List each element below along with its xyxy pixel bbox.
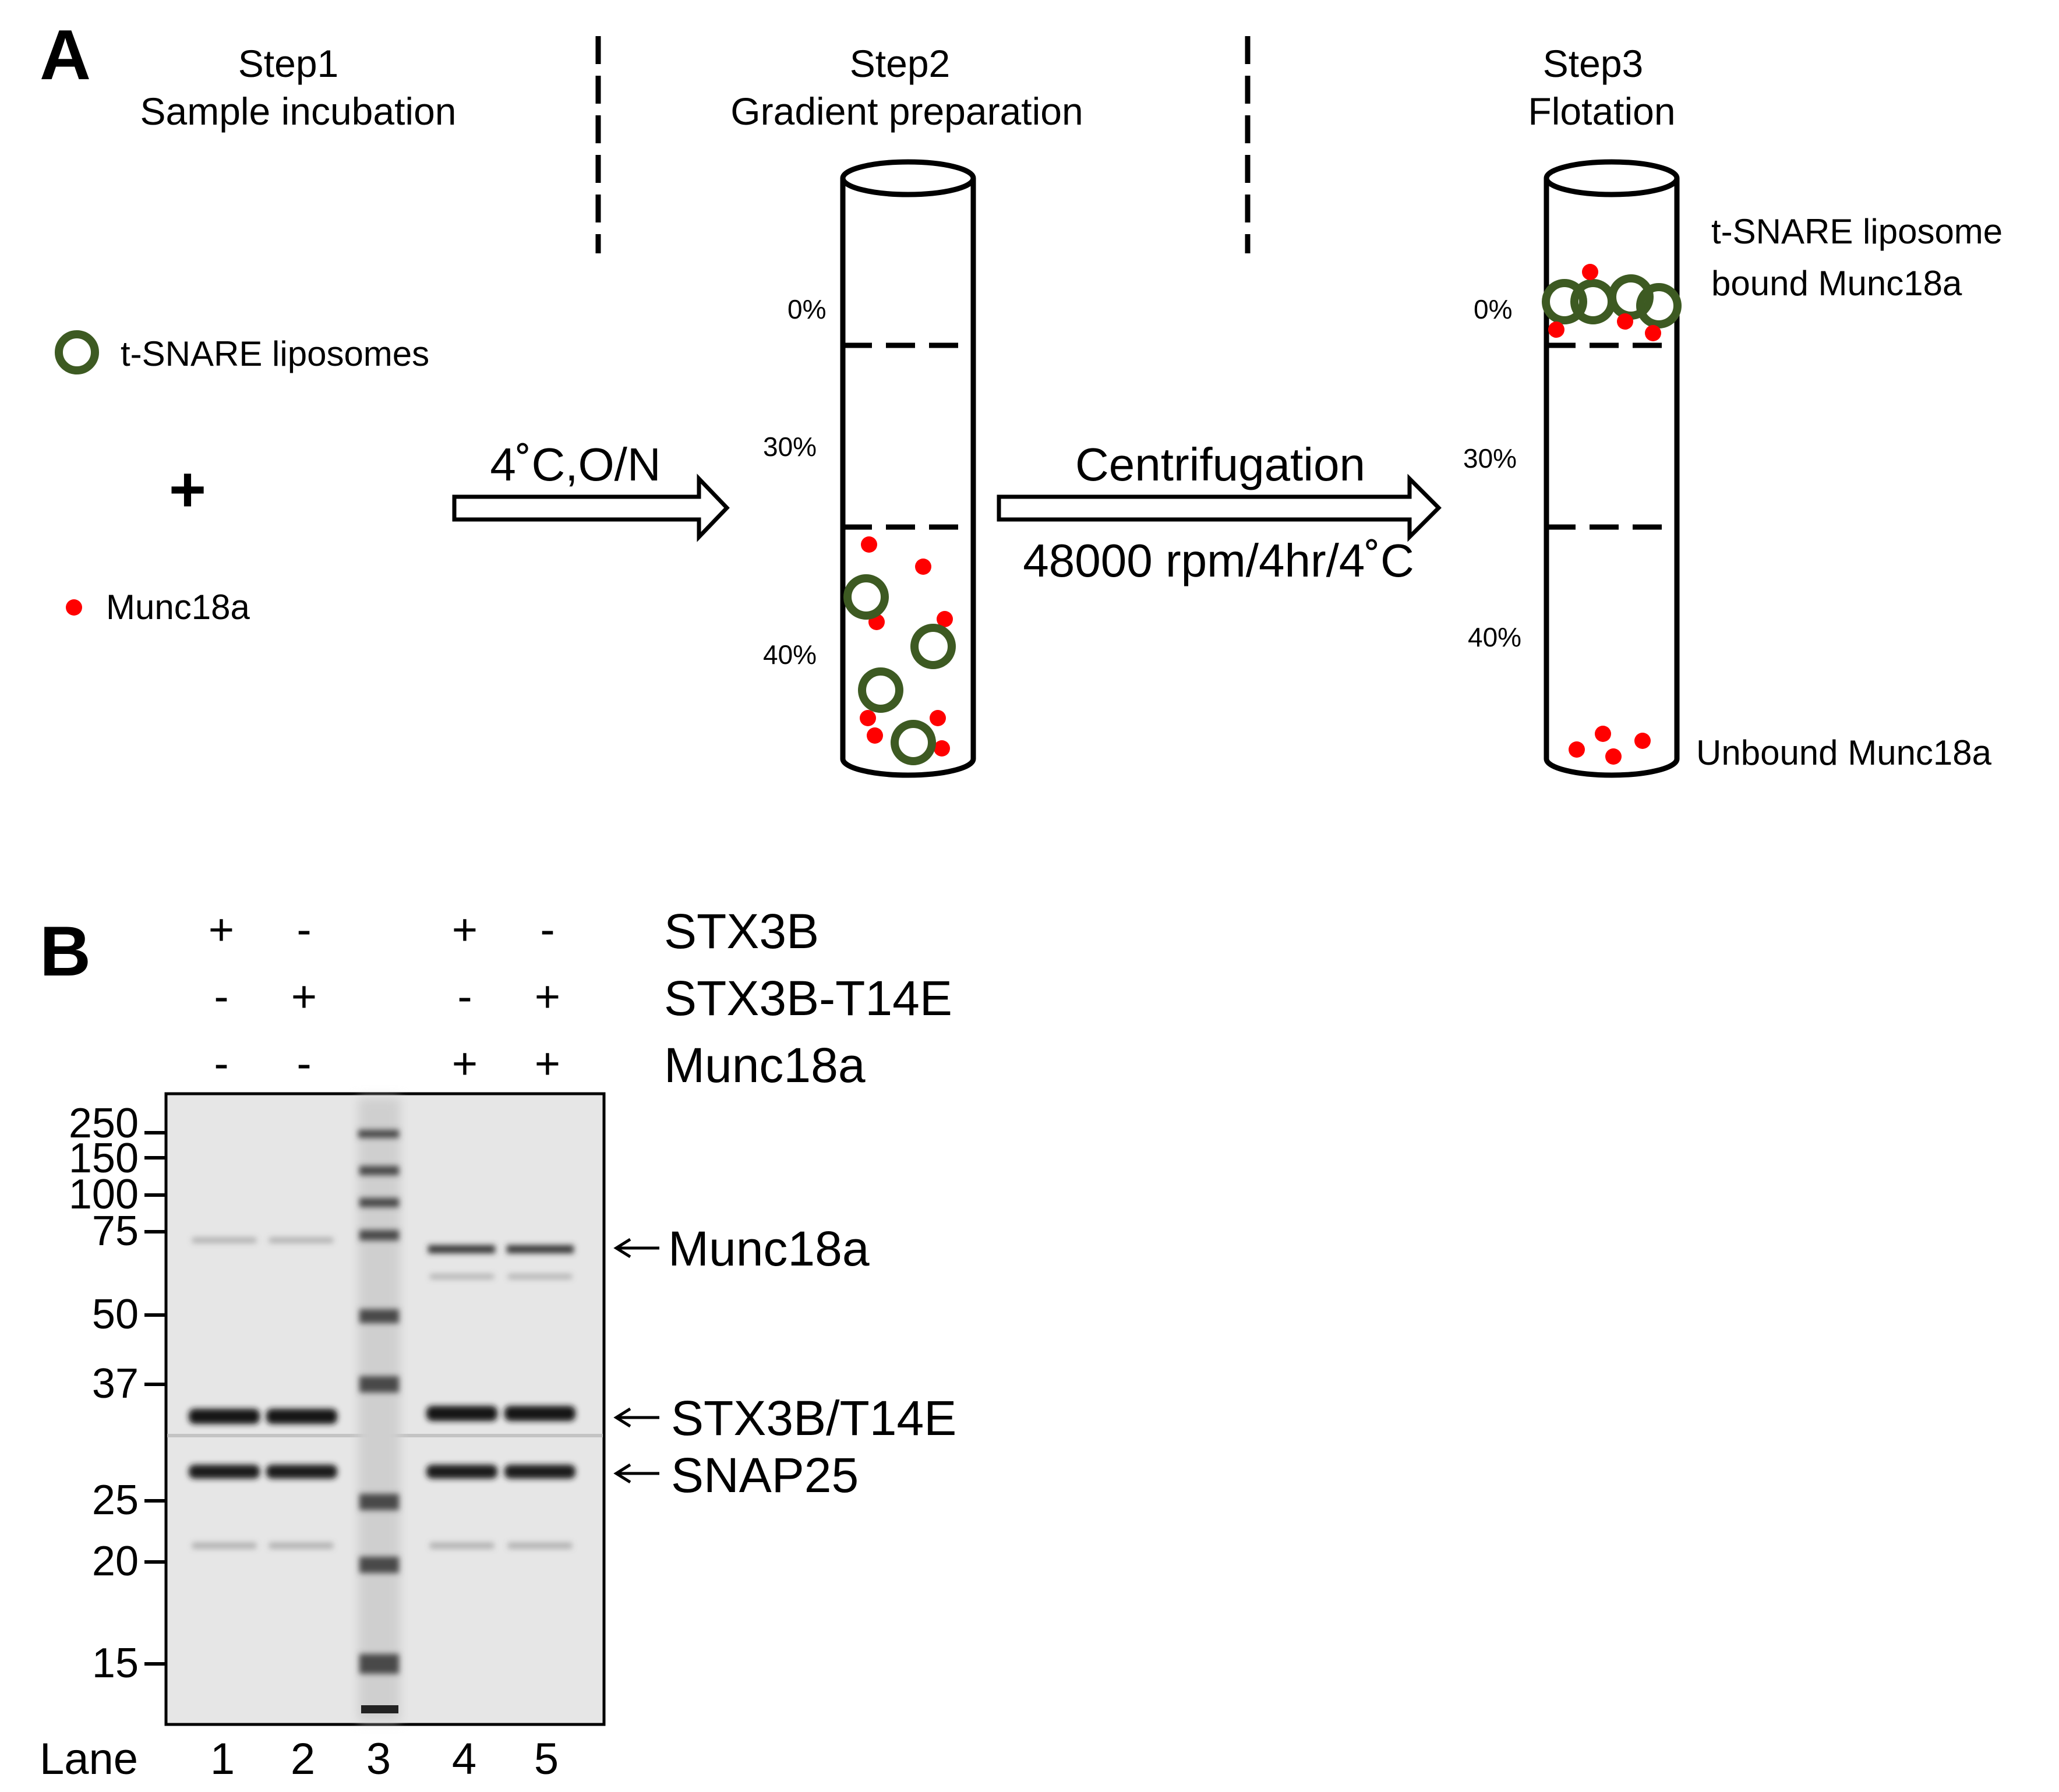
tube3-pct-30: 30%	[1463, 443, 1517, 473]
mw-15: 15	[92, 1640, 139, 1687]
tube2-pct-0: 0%	[787, 294, 826, 324]
mw-ticks	[144, 1131, 166, 1666]
tube2-pct-30: 30%	[763, 432, 817, 462]
unbound-label: Unbound Munc18a	[1696, 733, 1992, 772]
arrow2	[997, 473, 1442, 542]
sign-r1-l4: +	[452, 905, 478, 955]
condition-name-stx3b-t14e: STX3B-T14E	[664, 971, 952, 1026]
sign-r3-l5: +	[535, 1039, 560, 1088]
lane-5: 5	[534, 1734, 559, 1784]
step1-title: Step1	[238, 42, 338, 85]
step2-title: Step2	[850, 42, 950, 85]
condition-name-munc18a: Munc18a	[664, 1038, 866, 1093]
tube3-pct-40: 40%	[1468, 622, 1521, 652]
mw-25: 25	[92, 1477, 139, 1524]
arrow1-label: 4˚C,O/N	[490, 439, 661, 490]
sign-r1-l1: +	[209, 905, 234, 955]
sign-r2-l1: -	[214, 972, 228, 1022]
lane-1: 1	[210, 1734, 235, 1784]
tube2-munc-dots	[860, 536, 953, 757]
tube-step3	[1544, 159, 1680, 778]
plus-sign: +	[169, 454, 206, 525]
sign-r1-l5: -	[540, 905, 555, 955]
gel-image	[164, 1092, 606, 1726]
tube2-liposomes	[843, 574, 956, 765]
tube3-bound-liposomes	[1542, 274, 1682, 328]
band-arrows	[613, 1238, 659, 1484]
tube3-bound-munc-dots	[1548, 264, 1661, 341]
condition-signs: + - + - - + - + - - + +	[209, 905, 560, 1088]
bound-label-line2: bound Munc18a	[1711, 264, 1962, 303]
munc-legend-icon	[66, 599, 82, 616]
lane-title: Lane	[40, 1734, 138, 1784]
sign-r2-l2: +	[291, 972, 317, 1022]
mw-75: 75	[92, 1208, 139, 1254]
lane-2: 2	[291, 1734, 315, 1784]
sign-r2-l5: +	[535, 972, 560, 1022]
step1-subtitle: Sample incubation	[140, 90, 456, 133]
arrow1	[452, 473, 730, 542]
lane-4: 4	[452, 1734, 476, 1784]
munc-legend-label: Munc18a	[106, 588, 250, 627]
step3-subtitle: Flotation	[1528, 90, 1675, 133]
step3-title: Step3	[1543, 42, 1643, 85]
panel-a-label: A	[40, 15, 91, 94]
lane-3: 3	[366, 1734, 391, 1784]
tube3-pct-0: 0%	[1474, 294, 1512, 324]
liposome-legend-icon	[55, 330, 99, 374]
panel-b-label: B	[40, 911, 91, 991]
tube2-pct-40: 40%	[763, 639, 817, 670]
band-label-stx3b-t14e: STX3B/T14E	[671, 1391, 956, 1445]
mw-50: 50	[92, 1291, 139, 1338]
step2-subtitle: Gradient preparation	[730, 90, 1083, 133]
arrow2-label-top: Centrifugation	[1075, 439, 1365, 490]
mw-100: 100	[69, 1171, 139, 1218]
lane-numbers: 1 2 3 4 5	[210, 1734, 559, 1784]
liposome-legend-label: t-SNARE liposomes	[121, 334, 429, 373]
mw-20: 20	[92, 1538, 139, 1585]
band-label-munc18a: Munc18a	[668, 1221, 870, 1276]
sign-r1-l2: -	[296, 905, 311, 955]
mw-250: 250	[69, 1100, 139, 1147]
sign-r3-l2: -	[296, 1039, 311, 1088]
sign-r3-l1: -	[214, 1039, 228, 1088]
sign-r2-l4: -	[457, 972, 472, 1022]
mw-labels: 250 150 100 75 50 37 25 20 15	[69, 1100, 139, 1687]
condition-name-stx3b: STX3B	[664, 904, 819, 959]
mw-150: 150	[69, 1135, 139, 1182]
tube-step2	[840, 159, 976, 778]
ladder-lane	[358, 1098, 400, 1721]
band-label-snap25: SNAP25	[671, 1448, 859, 1503]
mw-37: 37	[92, 1360, 139, 1407]
tube3-unbound-munc-dots	[1569, 726, 1651, 765]
bound-label-line1: t-SNARE liposome	[1711, 212, 2003, 251]
arrow2-label-bottom: 48000 rpm/4hr/4˚C	[1023, 535, 1414, 586]
sign-r3-l4: +	[452, 1039, 478, 1088]
